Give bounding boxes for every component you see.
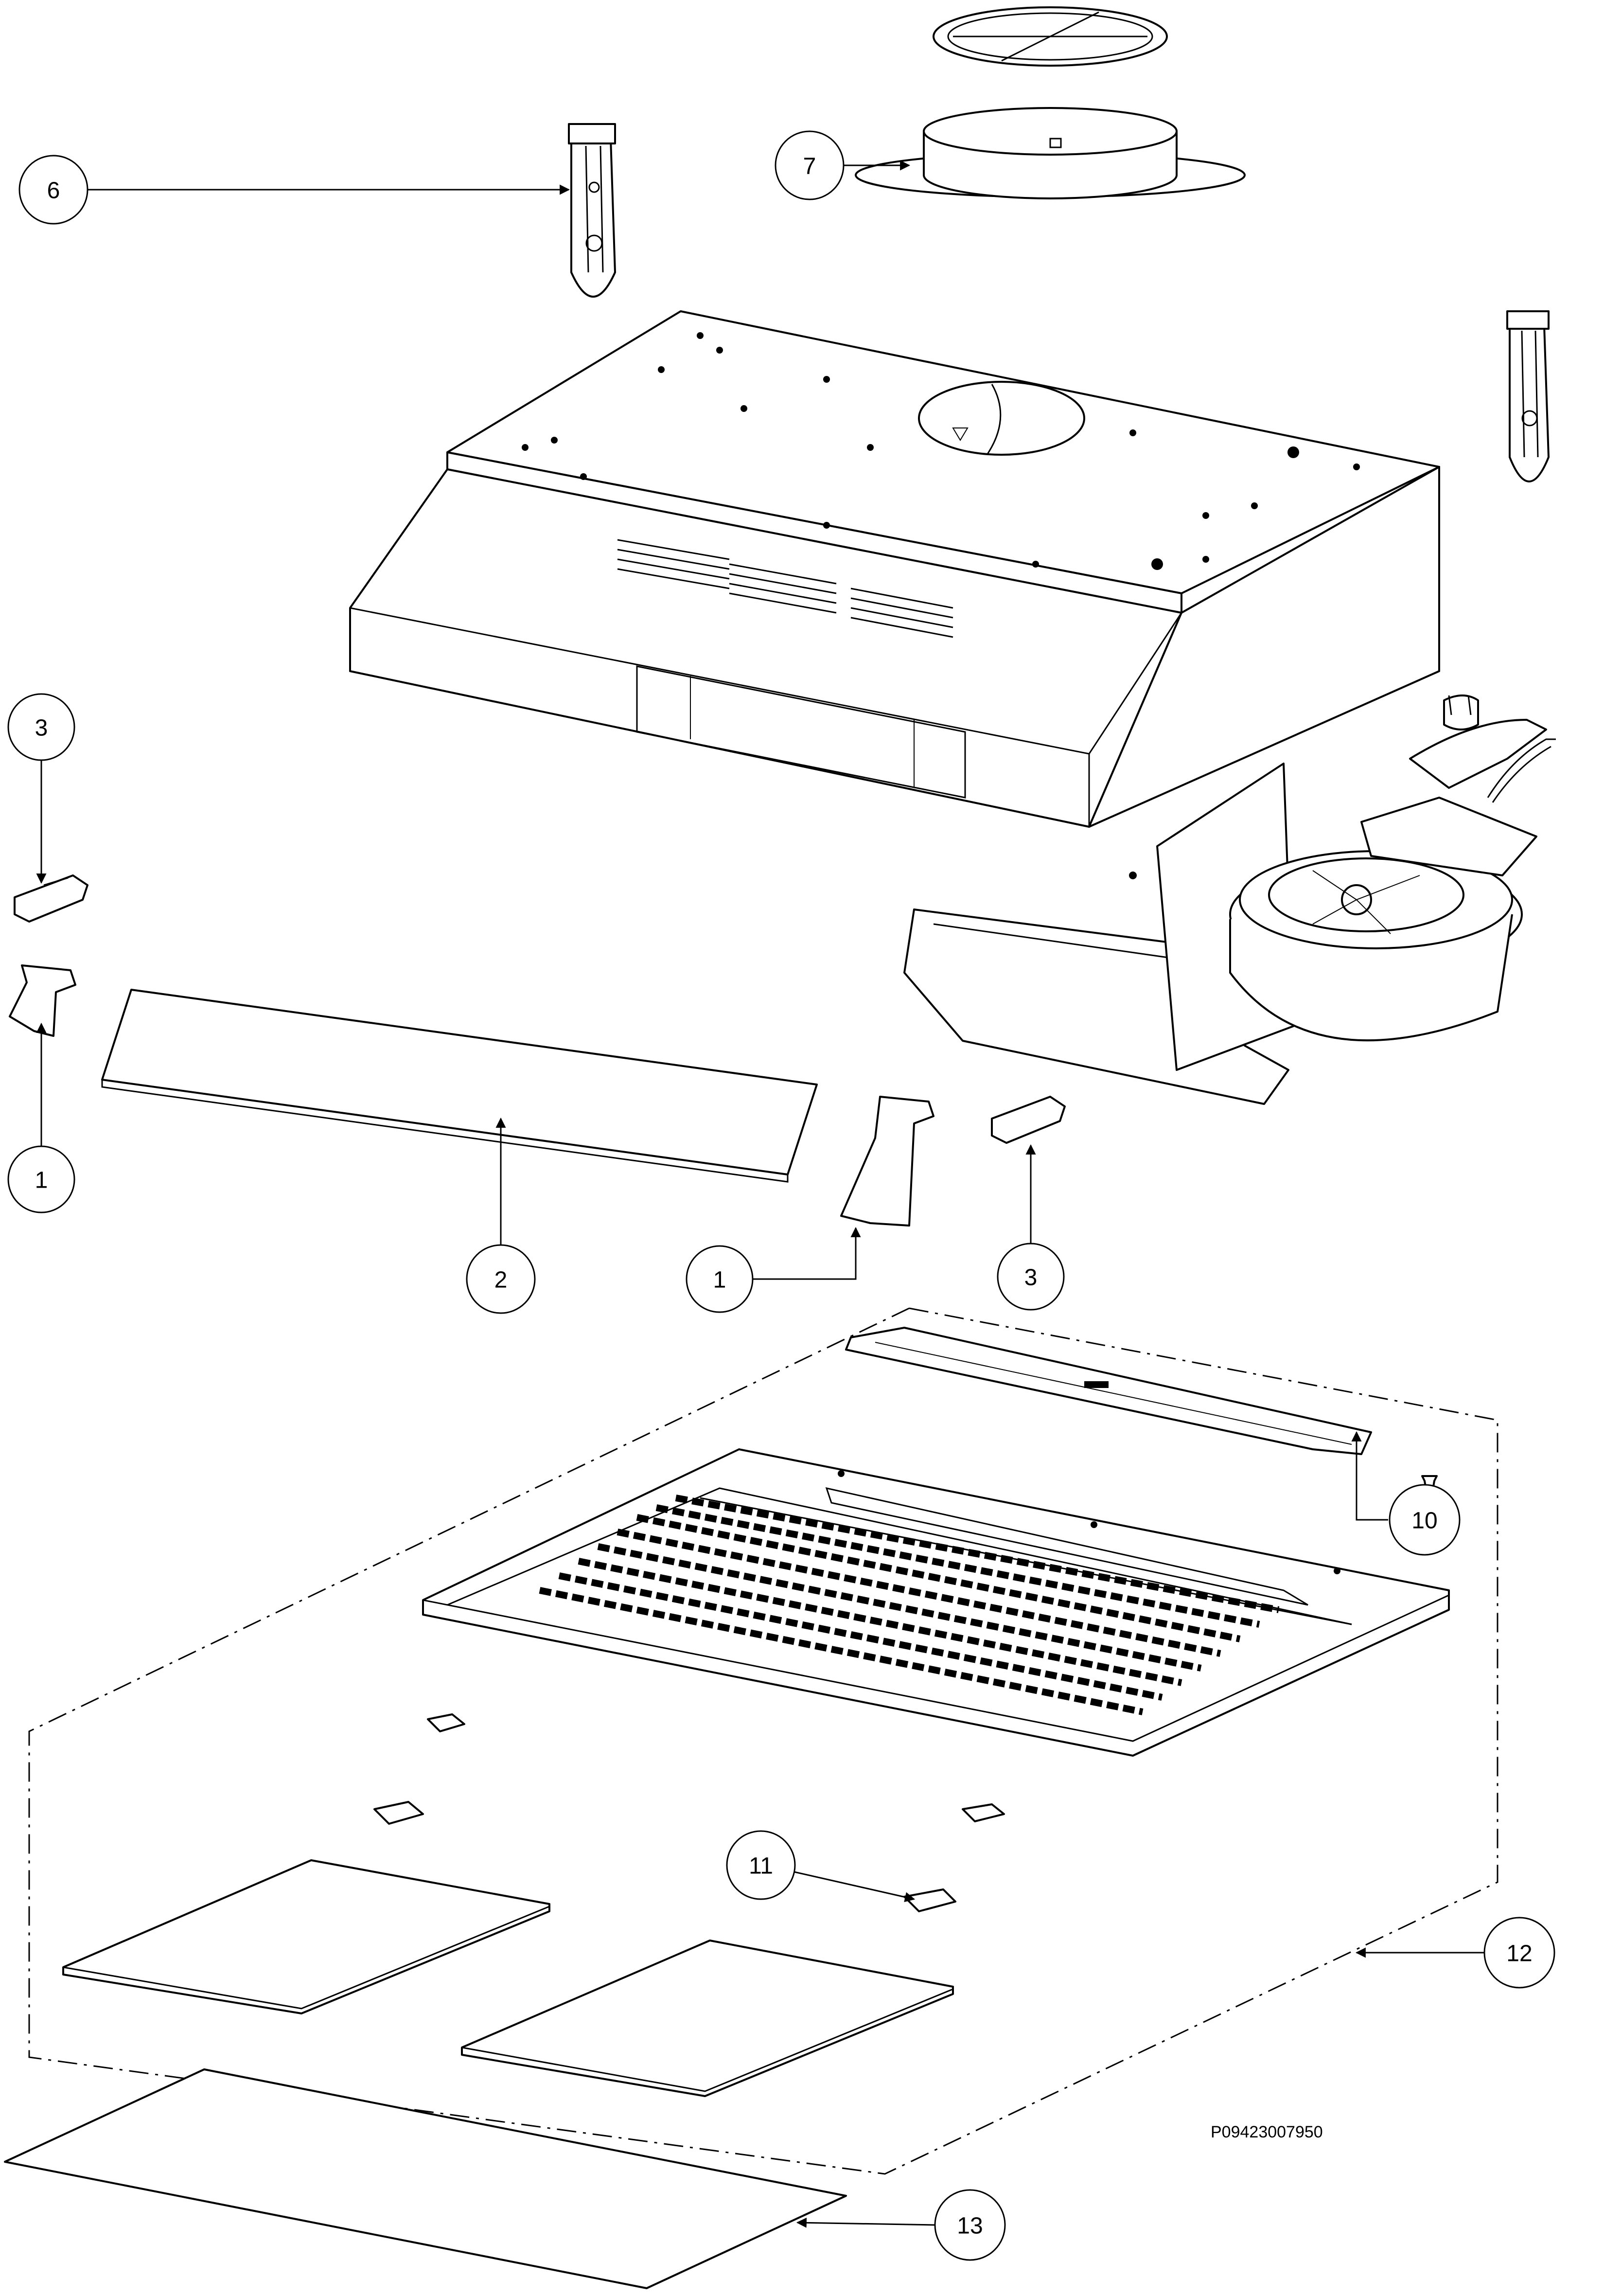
callout-12: 12 [1483, 1917, 1555, 1989]
grease-filter-frame-part [422, 1448, 1450, 1757]
callout-2: 2 [466, 1244, 536, 1314]
callout-1-right: 1 [686, 1245, 754, 1313]
filter-clips-part [373, 1713, 1005, 1912]
callout-2-label: 2 [494, 1267, 508, 1293]
callout-7-label: 7 [803, 154, 816, 179]
reference-code: P09423007950 [1211, 2123, 1323, 2141]
duct-collar-part [855, 107, 1246, 199]
callout-12-label: 12 [1506, 1941, 1532, 1967]
callout-3-right-label: 3 [1024, 1265, 1038, 1291]
front-panel-part [101, 989, 818, 1183]
callout-10: 10 [1389, 1484, 1461, 1556]
callout-10-label: 10 [1411, 1508, 1437, 1534]
callout-13: 13 [934, 2189, 1006, 2261]
hood-body-part [349, 310, 1440, 828]
wall-bracket-left-part [568, 123, 616, 298]
filter-set-boundary [28, 1307, 1498, 2175]
callout-1-left-label: 1 [35, 1168, 48, 1193]
callout-11: 11 [726, 1830, 796, 1900]
callout-1-right-label: 1 [713, 1267, 726, 1293]
callout-leaders [36, 160, 1485, 2228]
filter-sheet-part [4, 2068, 847, 2289]
hinge-left-part [9, 964, 76, 1037]
callout-3-left-label: 3 [35, 715, 48, 741]
callout-11-label: 11 [749, 1853, 773, 1879]
callout-3-right: 3 [997, 1243, 1065, 1311]
filter-spider-part [933, 6, 1168, 67]
callout-6-label: 6 [47, 178, 60, 204]
grease-filter-mesh [539, 1495, 1280, 1715]
control-strip-part [845, 1327, 1372, 1455]
clip-left-part [14, 874, 88, 923]
callout-7: 7 [775, 130, 845, 200]
hinge-right-part [840, 1096, 934, 1227]
wall-bracket-right-part [1506, 310, 1550, 482]
callout-1-left: 1 [7, 1145, 75, 1213]
clip-right-part [991, 1096, 1066, 1144]
fan-motor-assembly-part [903, 694, 1556, 1105]
hood-vent-slots [617, 539, 953, 638]
callout-13-label: 13 [957, 2213, 983, 2239]
callout-6: 6 [18, 155, 88, 225]
carbon-filter-frame-right-part [461, 1940, 954, 2097]
callout-3-left: 3 [7, 693, 75, 761]
carbon-filter-frame-left-part [62, 1859, 550, 2014]
